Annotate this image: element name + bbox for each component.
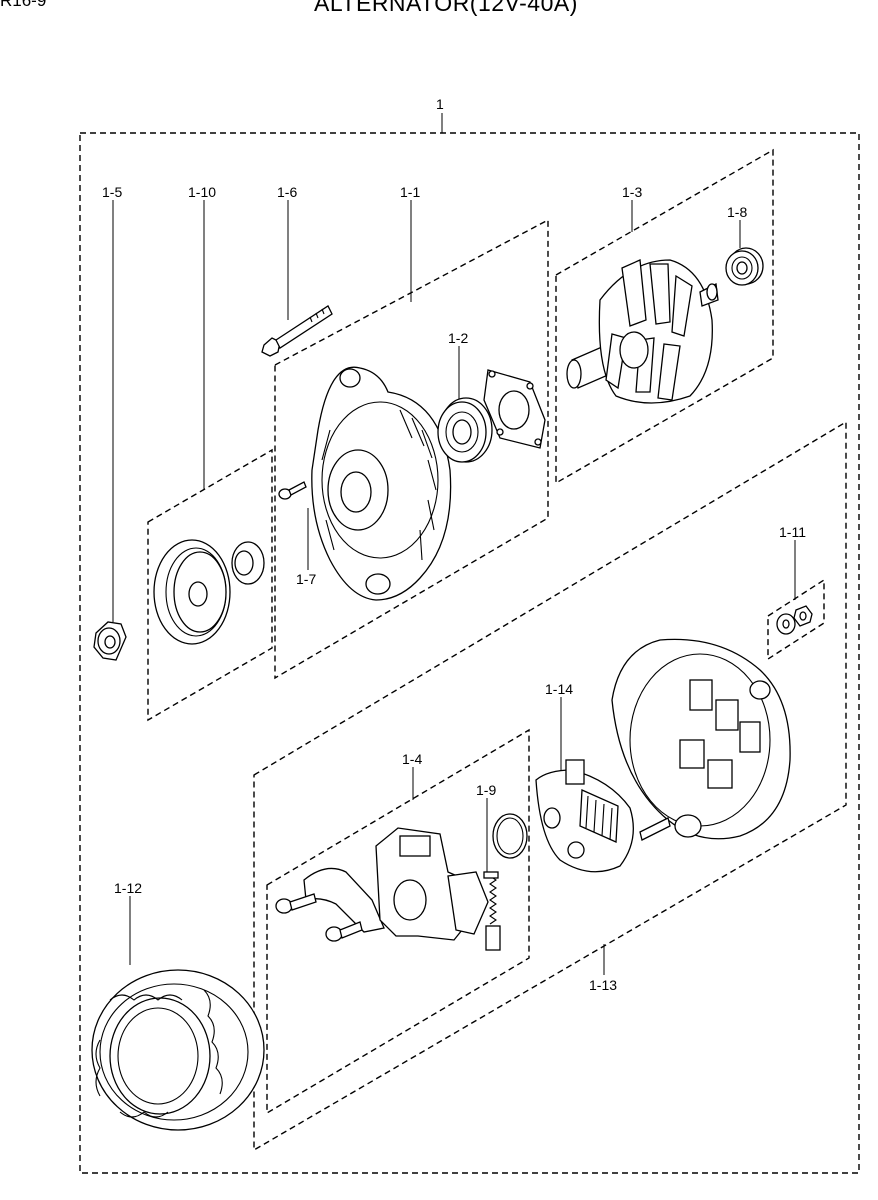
screw-part (278, 481, 307, 500)
group-1-10-boundary (147, 448, 273, 722)
pulley-part (153, 539, 265, 645)
o-ring-part (492, 813, 528, 859)
hex-nut-part (93, 621, 127, 661)
through-bolt-part (261, 305, 333, 357)
callout-1-4: 1-4 (402, 751, 422, 767)
bearing-part (437, 397, 493, 463)
callout-1-13: 1-13 (589, 977, 617, 993)
regulator-part (275, 827, 489, 942)
rectifier-part (535, 759, 634, 873)
callout-1-8: 1-8 (727, 204, 747, 220)
callout-1-3: 1-3 (622, 184, 642, 200)
callout-1-7: 1-7 (296, 571, 316, 587)
rear-bearing-part (725, 247, 764, 286)
rear-housing-part (611, 638, 791, 841)
page-code: R16-9 (0, 0, 47, 10)
rotor-part (566, 259, 719, 404)
group-1-4-boundary (266, 728, 530, 1115)
group-1-11-boundary (767, 578, 825, 661)
callout-1-6: 1-6 (277, 184, 297, 200)
callout-1-10: 1-10 (188, 184, 216, 200)
callout-1-1: 1-1 (400, 184, 420, 200)
stator-part (91, 969, 265, 1131)
retainer-plate-part (483, 369, 546, 449)
callout-1-9: 1-9 (476, 782, 496, 798)
callout-1: 1 (436, 96, 444, 112)
callout-1-14: 1-14 (545, 681, 573, 697)
nut-washer-part (776, 605, 813, 635)
front-housing-part (311, 366, 452, 601)
callout-1-11: 1-11 (779, 524, 806, 540)
callout-1-5: 1-5 (102, 184, 122, 200)
brush-spring-part (483, 871, 501, 951)
callout-1-12: 1-12 (114, 880, 142, 896)
page-title: ALTERNATOR(12V-40A) (314, 0, 578, 16)
callout-1-2: 1-2 (448, 330, 468, 346)
